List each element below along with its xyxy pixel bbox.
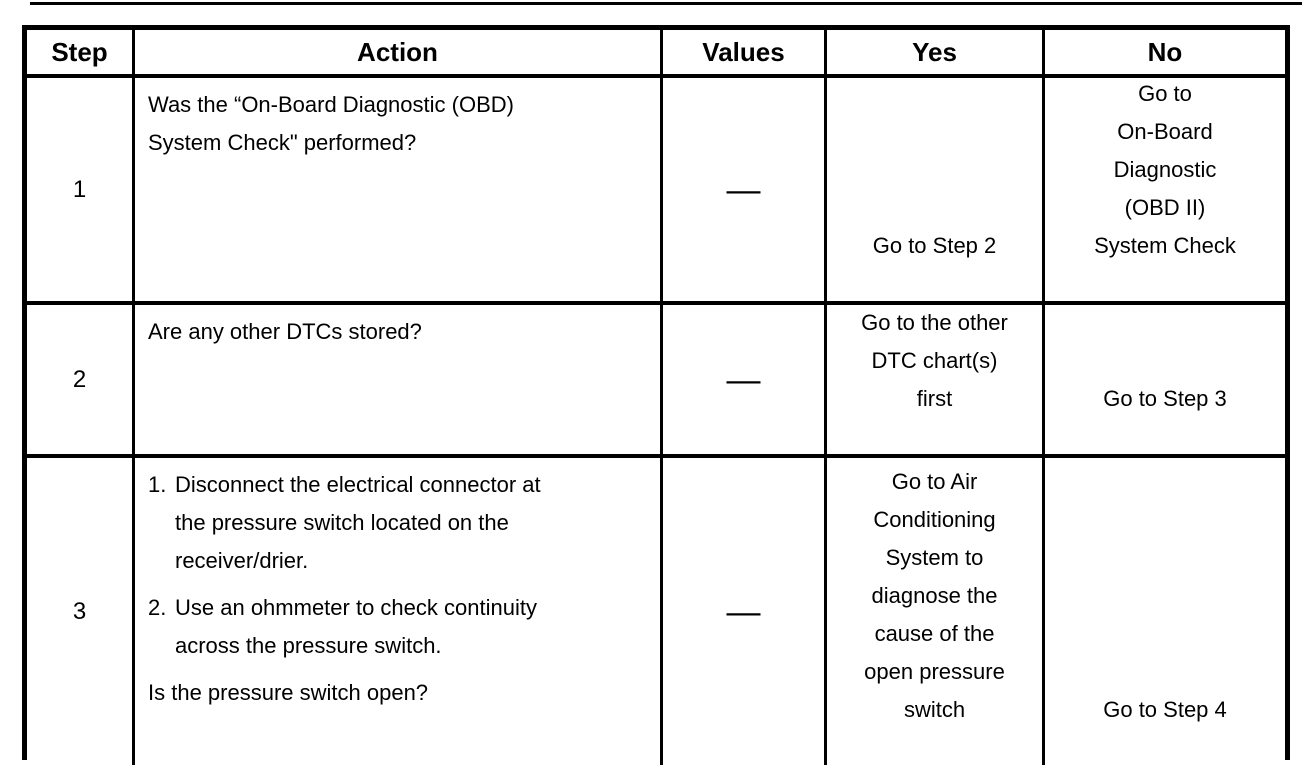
- header-cell-no: No: [1147, 36, 1183, 67]
- values-cell: —: [663, 305, 827, 454]
- list-number: 2.: [148, 595, 167, 620]
- scan-artifact-line: [30, 2, 1302, 5]
- no-cell: Go to On-Board Diagnostic (OBD II) Syste…: [1045, 78, 1285, 301]
- no-cell: Go to Step 4: [1045, 458, 1285, 765]
- yes-cell: Go to Step 2: [827, 78, 1045, 301]
- header-cell-action: Action: [135, 30, 663, 74]
- dash-value: —: [726, 360, 761, 399]
- table-row: 2 Are any other DTCs stored? — Go to the…: [27, 305, 1285, 458]
- no-text: Go to On-Board Diagnostic (OBD II) Syste…: [1094, 81, 1236, 258]
- action-cell: 1. Disconnect the electrical connector a…: [135, 458, 663, 765]
- action-cell: Are any other DTCs stored?: [135, 305, 663, 454]
- step-cell: 2: [27, 305, 135, 454]
- action-cell: Was the “On-Board Diagnostic (OBD) Syste…: [135, 78, 663, 301]
- yes-cell: Go to Air Conditioning System to diagnos…: [827, 458, 1045, 765]
- action-list-item: 1. Disconnect the electrical connector a…: [148, 466, 650, 580]
- action-text: Are any other DTCs stored?: [148, 319, 422, 344]
- diagnostic-table: Step Action Values Yes No 1 Was the “On-…: [22, 25, 1290, 765]
- action-text: Use an ohmmeter to check continuity acro…: [175, 595, 537, 658]
- list-number: 1.: [148, 472, 167, 497]
- action-text: Disconnect the electrical connector at t…: [175, 472, 541, 573]
- step-cell: 1: [27, 78, 135, 301]
- no-text: Go to Step 4: [1103, 697, 1227, 722]
- action-list-item: 2. Use an ohmmeter to check continuity a…: [148, 589, 650, 665]
- header-cell-step: Step: [27, 30, 135, 74]
- yes-cell: Go to the other DTC chart(s) first: [827, 305, 1045, 454]
- action-question: Is the pressure switch open?: [148, 680, 429, 705]
- dash-value: —: [726, 170, 761, 209]
- header-cell-yes: Yes: [827, 30, 1045, 74]
- values-cell: —: [663, 458, 827, 765]
- table-row: 3 1. Disconnect the electrical connector…: [27, 458, 1285, 765]
- values-cell: —: [663, 78, 827, 301]
- dash-value: —: [726, 592, 761, 631]
- header-cell-values: Values: [663, 30, 827, 74]
- table-header-row: Step Action Values Yes No: [27, 30, 1285, 78]
- action-text: Was the “On-Board Diagnostic (OBD) Syste…: [148, 92, 514, 155]
- yes-text: Go to the other DTC chart(s) first: [861, 310, 1008, 411]
- step-cell: 3: [27, 458, 135, 765]
- yes-text: Go to Air Conditioning System to diagnos…: [864, 469, 1005, 722]
- no-text: Go to Step 3: [1103, 386, 1227, 411]
- yes-text: Go to Step 2: [872, 233, 997, 258]
- no-cell: Go to Step 3: [1045, 305, 1285, 454]
- table-row: 1 Was the “On-Board Diagnostic (OBD) Sys…: [27, 78, 1285, 305]
